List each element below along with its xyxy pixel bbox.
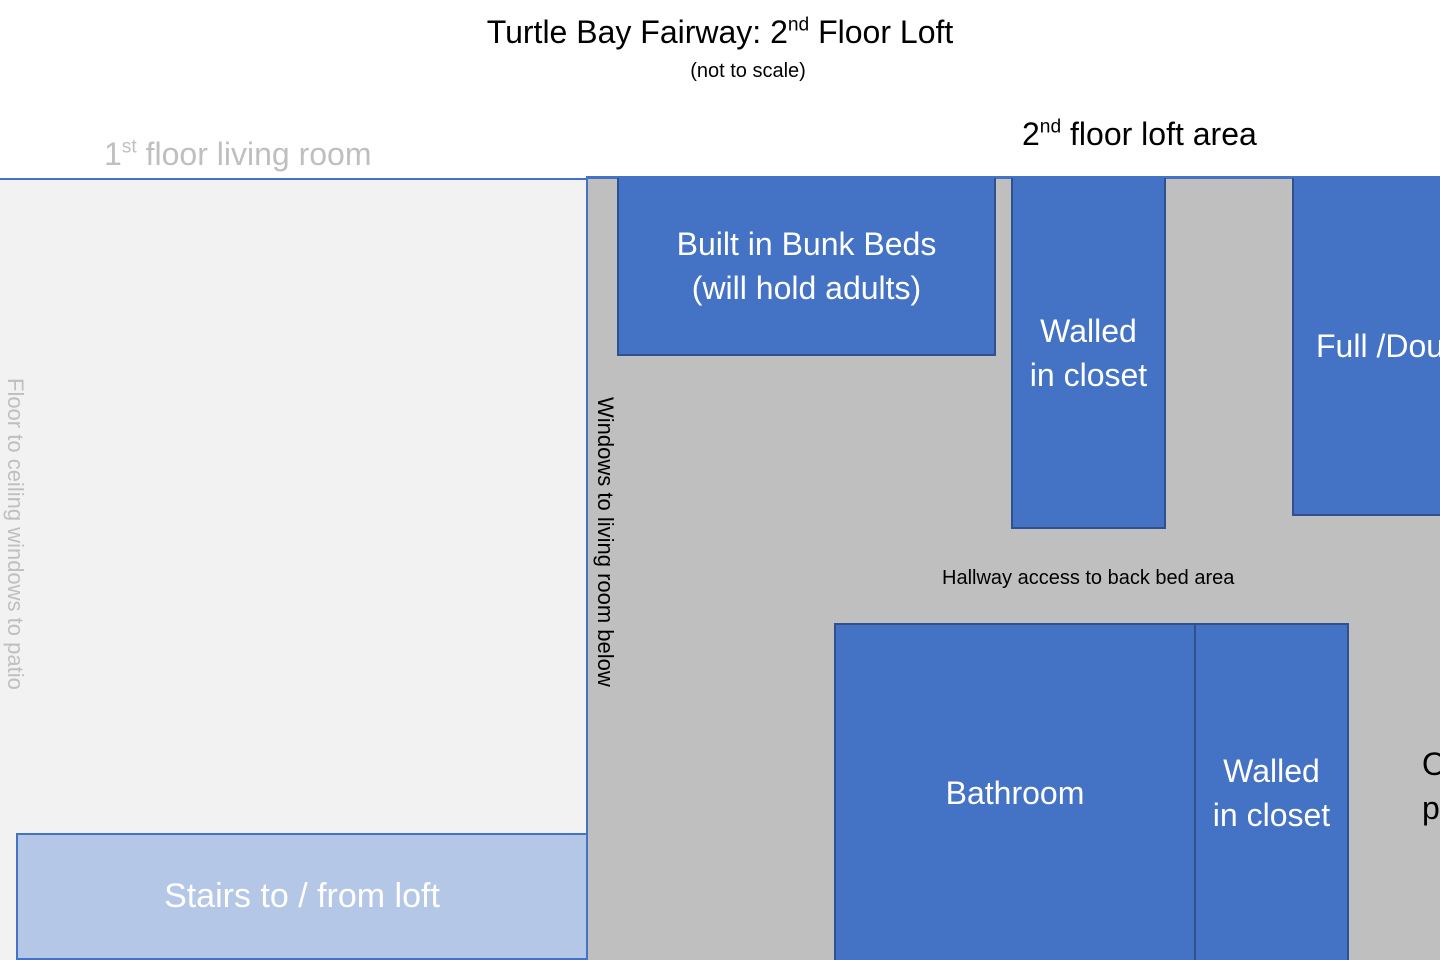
walled-closet-upper-label: Walled in closet <box>1030 309 1147 397</box>
full-double-bed-label: Full /Dou <box>1316 328 1440 364</box>
loft-heading: 2nd floor loft area <box>1022 116 1257 153</box>
walled-closet-upper: Walled in closet <box>1011 178 1166 529</box>
title-tail: Floor Loft <box>809 14 954 50</box>
living-room-heading: 1st floor living room <box>104 136 371 173</box>
full-double-bed: Full /Dou <box>1292 178 1440 516</box>
patio-windows-label: Floor to ceiling windows to patio <box>3 378 28 690</box>
page-title: Turtle Bay Fairway: 2nd Floor Loft <box>0 14 1440 51</box>
stairs-label: Stairs to / from loft <box>164 877 440 915</box>
cutoff-room-line-2: p <box>1422 790 1440 826</box>
page-subtitle: (not to scale) <box>690 60 806 82</box>
walled-closet-lower-line-1: Walled <box>1223 752 1320 789</box>
walled-closet-upper-line-1: Walled <box>1040 312 1137 349</box>
loft-heading-text: floor loft area <box>1061 116 1257 152</box>
loft-windows-label: Windows to living room below <box>593 397 618 687</box>
loft-heading-sup: nd <box>1039 116 1062 138</box>
cutoff-room-label: O p <box>1422 742 1440 830</box>
walled-closet-lower-line-2: in closet <box>1212 796 1331 833</box>
hallway-label: Hallway access to back bed area <box>942 567 1235 589</box>
stairs-area: Stairs to / from loft <box>16 833 588 960</box>
cutoff-room-line-1: O <box>1422 746 1440 782</box>
bunk-beds-line-2: (will hold adults) <box>691 270 922 306</box>
living-room-area <box>0 178 588 960</box>
walled-closet-upper-line-2: in closet <box>1029 356 1148 393</box>
living-room-heading-text: floor living room <box>136 136 372 172</box>
bunk-beds-label: Built in Bunk Beds (will hold adults) <box>677 222 937 310</box>
bunk-beds: Built in Bunk Beds (will hold adults) <box>617 178 996 356</box>
title-main: Turtle Bay Fairway: 2 <box>486 14 788 50</box>
title-superscript: nd <box>787 14 810 36</box>
living-room-heading-number: 1 <box>104 136 122 172</box>
bathroom: Bathroom <box>834 623 1196 960</box>
walled-closet-lower: Walled in closet <box>1194 623 1349 960</box>
bunk-beds-line-1: Built in Bunk Beds <box>676 226 937 262</box>
living-room-heading-sup: st <box>121 136 137 158</box>
loft-heading-number: 2 <box>1022 116 1040 152</box>
bathroom-label: Bathroom <box>945 774 1085 811</box>
walled-closet-lower-label: Walled in closet <box>1213 749 1330 837</box>
